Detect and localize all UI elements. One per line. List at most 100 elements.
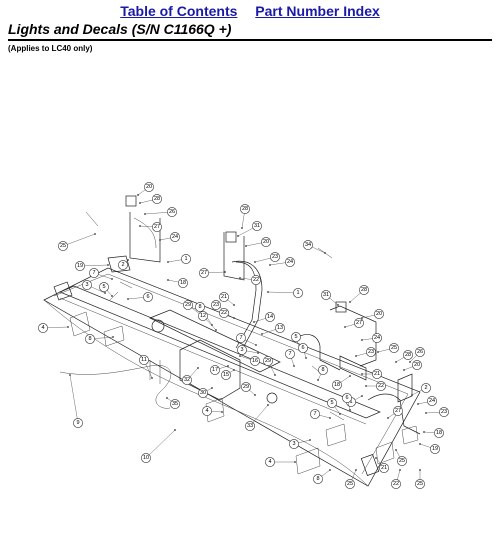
callout-20: 20 bbox=[245, 237, 271, 247]
callout-22: 22 bbox=[239, 275, 261, 285]
callout-number: 28 bbox=[405, 352, 411, 358]
callout-leader-end bbox=[107, 264, 109, 266]
callout-leader-end bbox=[375, 457, 377, 459]
callout-number: 22 bbox=[221, 310, 227, 316]
callout-balloon bbox=[99, 282, 109, 292]
callout-13: 13 bbox=[261, 323, 285, 335]
callout-leader-end bbox=[349, 301, 351, 303]
callout-balloon bbox=[58, 241, 68, 251]
callout-leader bbox=[69, 374, 79, 424]
callout-leader-end bbox=[377, 351, 379, 353]
callout-balloon bbox=[285, 257, 295, 267]
callout-24: 24 bbox=[361, 333, 382, 343]
callout-balloon bbox=[198, 388, 208, 398]
callout-number: 1 bbox=[349, 399, 352, 405]
callout-leader-end bbox=[387, 417, 389, 419]
callout-leader-end bbox=[159, 239, 161, 241]
callout-balloon bbox=[403, 350, 413, 360]
callout-leader-end bbox=[355, 469, 357, 471]
callout-6: 6 bbox=[127, 292, 153, 302]
callout-leader-end bbox=[167, 279, 169, 281]
callout-balloon bbox=[332, 380, 342, 390]
callout-number: 10 bbox=[143, 455, 149, 461]
callout-leader-end bbox=[417, 403, 419, 405]
callout-20: 20 bbox=[361, 309, 384, 319]
callout-number: 25 bbox=[347, 481, 353, 487]
callout-27: 27 bbox=[387, 406, 403, 419]
callout-number: 24 bbox=[287, 259, 293, 265]
callout-28: 28 bbox=[240, 204, 250, 229]
callout-18: 18 bbox=[332, 375, 351, 390]
callout-25: 25 bbox=[395, 449, 407, 466]
callout-number: 8 bbox=[88, 336, 91, 342]
part-number-index-link[interactable]: Part Number Index bbox=[255, 3, 380, 19]
callout-leader-end bbox=[294, 461, 296, 463]
callout-leader-end bbox=[411, 394, 413, 396]
callout-2: 2 bbox=[118, 259, 129, 270]
callout-balloon bbox=[183, 300, 193, 310]
callout-balloon bbox=[434, 428, 444, 438]
callout-balloon bbox=[303, 240, 313, 250]
callout-number: 20 bbox=[414, 362, 420, 368]
callout-6: 6 bbox=[298, 343, 308, 359]
callout-number: 3 bbox=[85, 282, 88, 288]
callout-balloon bbox=[73, 418, 83, 428]
callout-number: 25 bbox=[391, 345, 397, 351]
callout-14: 14 bbox=[253, 312, 275, 323]
callout-25: 25 bbox=[377, 343, 399, 353]
callout-leader-end bbox=[174, 429, 176, 431]
callout-number: 1 bbox=[184, 256, 187, 262]
callout-number: 20 bbox=[263, 239, 269, 245]
callout-balloon bbox=[245, 421, 255, 431]
callout-number: 13 bbox=[277, 325, 283, 331]
callout-balloon bbox=[430, 444, 440, 454]
callout-balloon bbox=[211, 300, 221, 310]
callout-leader-end bbox=[261, 333, 263, 335]
callout-leader-end bbox=[361, 373, 363, 375]
callout-balloon bbox=[293, 288, 303, 298]
callout-leader bbox=[62, 233, 96, 247]
callout-balloon bbox=[342, 393, 352, 403]
callout-balloon bbox=[170, 232, 180, 242]
callout-7: 7 bbox=[310, 409, 331, 419]
callout-balloon bbox=[251, 275, 261, 285]
callout-number: 18 bbox=[334, 382, 340, 388]
callout-number: 19 bbox=[77, 263, 83, 269]
callout-leader-end bbox=[104, 292, 106, 294]
table-of-contents-link[interactable]: Table of Contents bbox=[120, 3, 238, 19]
callout-balloon bbox=[252, 221, 262, 231]
callout-22: 22 bbox=[391, 469, 401, 489]
callout-4: 4 bbox=[265, 457, 296, 467]
callout-leader-end bbox=[166, 397, 168, 399]
callout-number: 8 bbox=[198, 304, 201, 310]
callout-balloon bbox=[210, 365, 220, 375]
callout-number: 15 bbox=[223, 372, 229, 378]
callout-leader-end bbox=[139, 225, 141, 227]
callout-balloon bbox=[289, 439, 299, 449]
callout-number: 7 bbox=[239, 335, 242, 341]
callout-number: 31 bbox=[323, 292, 329, 298]
callout-11: 11 bbox=[139, 355, 153, 379]
callout-31: 31 bbox=[237, 221, 262, 237]
callout-balloon bbox=[178, 278, 188, 288]
callout-balloon bbox=[318, 365, 328, 375]
callout-balloon bbox=[298, 343, 308, 353]
callout-20: 20 bbox=[403, 360, 422, 371]
callout-8: 8 bbox=[85, 334, 114, 344]
callout-number: 33 bbox=[247, 423, 253, 429]
callout-balloon bbox=[374, 309, 384, 319]
callout-21: 21 bbox=[219, 292, 235, 306]
callout-number: 4 bbox=[205, 408, 208, 414]
callout-leader-end bbox=[94, 233, 96, 235]
callout-31: 31 bbox=[321, 290, 339, 306]
callout-number: 16 bbox=[252, 358, 258, 364]
callout-balloon bbox=[275, 323, 285, 333]
callout-leader-end bbox=[233, 369, 235, 371]
callout-balloon bbox=[415, 347, 425, 357]
callout-28: 28 bbox=[139, 194, 162, 204]
callout-12: 12 bbox=[198, 311, 217, 331]
callout-27: 27 bbox=[344, 318, 364, 328]
callout-number: 4 bbox=[268, 459, 271, 465]
callout-19: 19 bbox=[419, 443, 440, 454]
callout-number: 5 bbox=[102, 284, 105, 290]
